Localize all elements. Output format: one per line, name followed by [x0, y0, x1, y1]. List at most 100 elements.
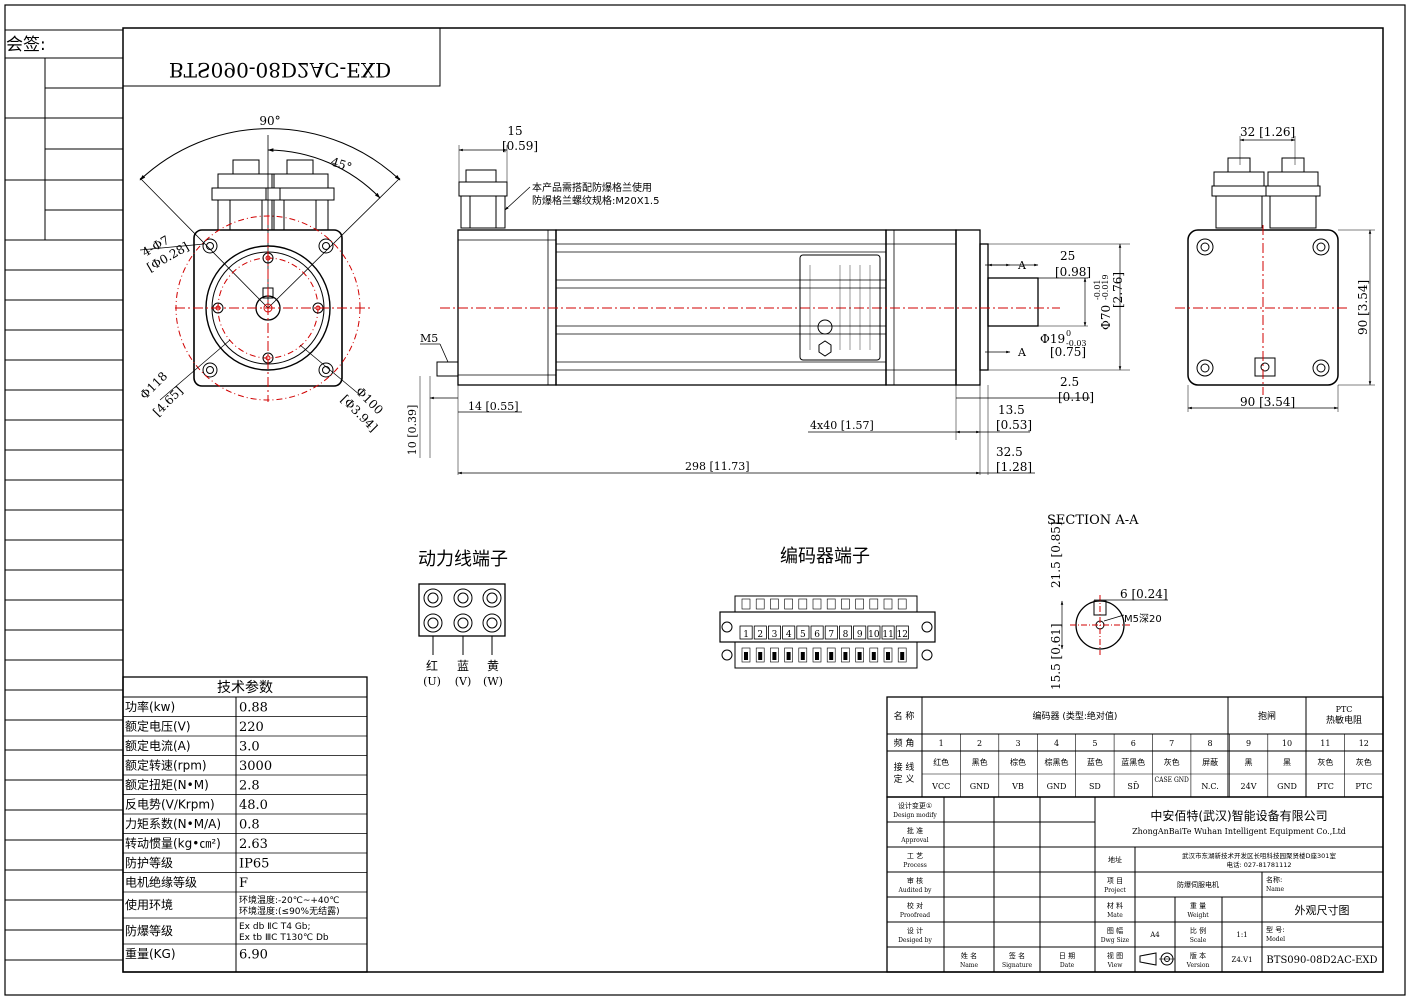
tb-scale-en: Scale — [1190, 937, 1207, 944]
encoder-pin-contact — [786, 652, 791, 660]
wiring-pin: 8 — [1208, 739, 1213, 748]
tech-param-label: 额定转速(rpm) — [125, 757, 207, 772]
encoder-pin-contact — [843, 652, 848, 660]
encoder-pin-box — [782, 625, 796, 640]
encoder-pin-box — [739, 625, 753, 640]
dim-15-label: 15 — [507, 124, 522, 138]
encoder-pin-number: 9 — [857, 630, 863, 640]
tb-designed-cn: 设 计 — [907, 926, 923, 935]
tech-param-value: 3000 — [239, 759, 272, 774]
encoder-pin-box — [853, 625, 867, 640]
encoder-pin-number: 1 — [743, 630, 749, 640]
encoder-pin-contact — [744, 652, 748, 660]
encoder-pin-bottom — [741, 647, 751, 663]
tech-param-label: 额定电压(V) — [125, 718, 191, 733]
tb-view-en: View — [1107, 962, 1124, 969]
wiring-color: 屏蔽 — [1202, 757, 1218, 767]
wiring-color: 棕黑色 — [1045, 757, 1069, 767]
encoder-pin-contact — [800, 652, 805, 660]
encoder-pin-top — [897, 598, 907, 610]
rear-view: 32 [1.26] 90 [3.54] 90 [3.54] — [1175, 125, 1375, 412]
tech-param-label: 反电势(V/Krpm) — [125, 797, 215, 811]
tech-param-label: 防护等级 — [125, 855, 173, 870]
tb-company-en: ZhongAnBaiTe Wuhan Intelligent Equipment… — [1132, 827, 1346, 836]
encoder-pin-top — [798, 598, 808, 610]
projection-symbol-icon — [1139, 952, 1175, 966]
tb-sig-name-cn: 姓 名 — [961, 951, 977, 960]
tech-param-value: IP65 — [239, 856, 269, 871]
wiring-color: 黑 — [1245, 758, 1253, 767]
wiring-pin: 3 — [1015, 739, 1020, 748]
encoder-pin-top — [869, 598, 879, 610]
encoder-pin-bottom — [855, 647, 864, 663]
encoder-pin-box — [881, 625, 895, 640]
encoder-pin-box — [839, 625, 853, 640]
tb-approval-en: Approval — [900, 837, 928, 844]
encoder-pin-bottom — [784, 647, 793, 663]
tech-param-value: 48.0 — [239, 798, 268, 813]
tb-company-cn: 中安佰特(武汉)智能设备有限公司 — [1150, 808, 1327, 823]
wiring-signal: GND — [1277, 782, 1297, 791]
tech-param-value: 2.8 — [239, 778, 260, 793]
tb-scale-cn: 比 例 — [1190, 926, 1206, 935]
encoder-pin-number: 4 — [786, 630, 792, 640]
encoder-pin-number: 3 — [772, 630, 778, 640]
tech-param-label: 重量(KG) — [125, 947, 176, 961]
dim-4x40-label: 4x40 [1.57] — [810, 419, 874, 432]
tb-project-value: 防爆伺服电机 — [1177, 880, 1219, 889]
encoder-pin-bottom — [883, 647, 893, 663]
tech-param-value: F — [239, 876, 248, 891]
tb-design-modify-cn: 设计变更① — [898, 801, 932, 810]
dim-70-label: Φ70 — [1099, 305, 1113, 330]
rear-dim-90-v-label: 90 [3.54] — [1356, 280, 1370, 335]
encoder-pin-contact — [857, 652, 862, 660]
tb-address-line2: 电话: 027-81781112 — [1226, 860, 1291, 869]
rear-dim-32-label: 32 [1.26] — [1240, 125, 1295, 139]
angle-90-label: 90° — [259, 114, 280, 128]
tb-model-cn: 型 号: — [1266, 925, 1285, 934]
section-dim-15-5: 15.5 [0.61] — [1049, 623, 1063, 690]
wiring-color: 棕色 — [1010, 757, 1026, 767]
encoder-pin-number: 7 — [828, 630, 834, 640]
front-view: 90° 45° — [137, 114, 401, 435]
tech-param-value: 220 — [239, 720, 264, 735]
power-terminal-title: 动力线端子 — [418, 549, 508, 570]
tech-param-label: 额定电流(A) — [125, 738, 191, 753]
model-mirrored: BTS090-08D2AC-EXD — [169, 58, 391, 82]
encoder-pin-bottom — [897, 647, 907, 663]
tech-param-value: 6.90 — [239, 947, 268, 962]
tb-dwg-size-en: Dwg Size — [1101, 937, 1130, 944]
encoder-pin-box — [867, 625, 881, 640]
tb-process-cn: 工 艺 — [907, 852, 923, 860]
dim-19-inch: [0.75] — [1050, 345, 1086, 359]
section-title: SECTION A-A — [1047, 513, 1139, 528]
encoder-pin-bottom — [869, 647, 879, 663]
power-label-v-cn: 蓝 — [457, 659, 469, 673]
encoder-pin-contact — [772, 652, 777, 660]
encoder-pin-contact — [815, 652, 819, 660]
dim-298-label: 298 [11.73] — [685, 460, 750, 473]
section-marker-bottom: A — [1017, 346, 1027, 359]
power-label-w-en: (W) — [483, 675, 503, 688]
wiring-color: 黑色 — [972, 757, 988, 767]
encoder-pin-contact — [886, 652, 890, 660]
rear-dim-90-h-label: 90 [3.54] — [1240, 395, 1295, 409]
dim-70-inch: [2.76] — [1111, 272, 1125, 308]
encoder-pin-top — [826, 598, 836, 610]
tb-approval-cn: 批 准 — [907, 826, 923, 835]
tb-sig-name-en: Name — [960, 962, 979, 969]
encoder-pin-box — [810, 625, 824, 640]
tb-proofread-en: Proofread — [900, 912, 930, 919]
dim-25-inch: [0.98] — [1055, 265, 1091, 279]
encoder-pin-box — [796, 625, 810, 640]
section-aa: SECTION A-A M5深20 6 [0.24] 21.5 [0.85] 1… — [1047, 513, 1168, 690]
tech-param-value: 环境温度:-20℃~+40℃ — [239, 894, 339, 906]
wiring-pin: 4 — [1054, 739, 1059, 748]
tb-sig-sign-cn: 签 名 — [1009, 951, 1025, 960]
tb-project-en: Project — [1104, 887, 1126, 894]
power-label-u-en: (U) — [423, 675, 441, 688]
wiring-pin: 7 — [1169, 739, 1174, 748]
wiring-color: 蓝黑色 — [1121, 757, 1145, 767]
